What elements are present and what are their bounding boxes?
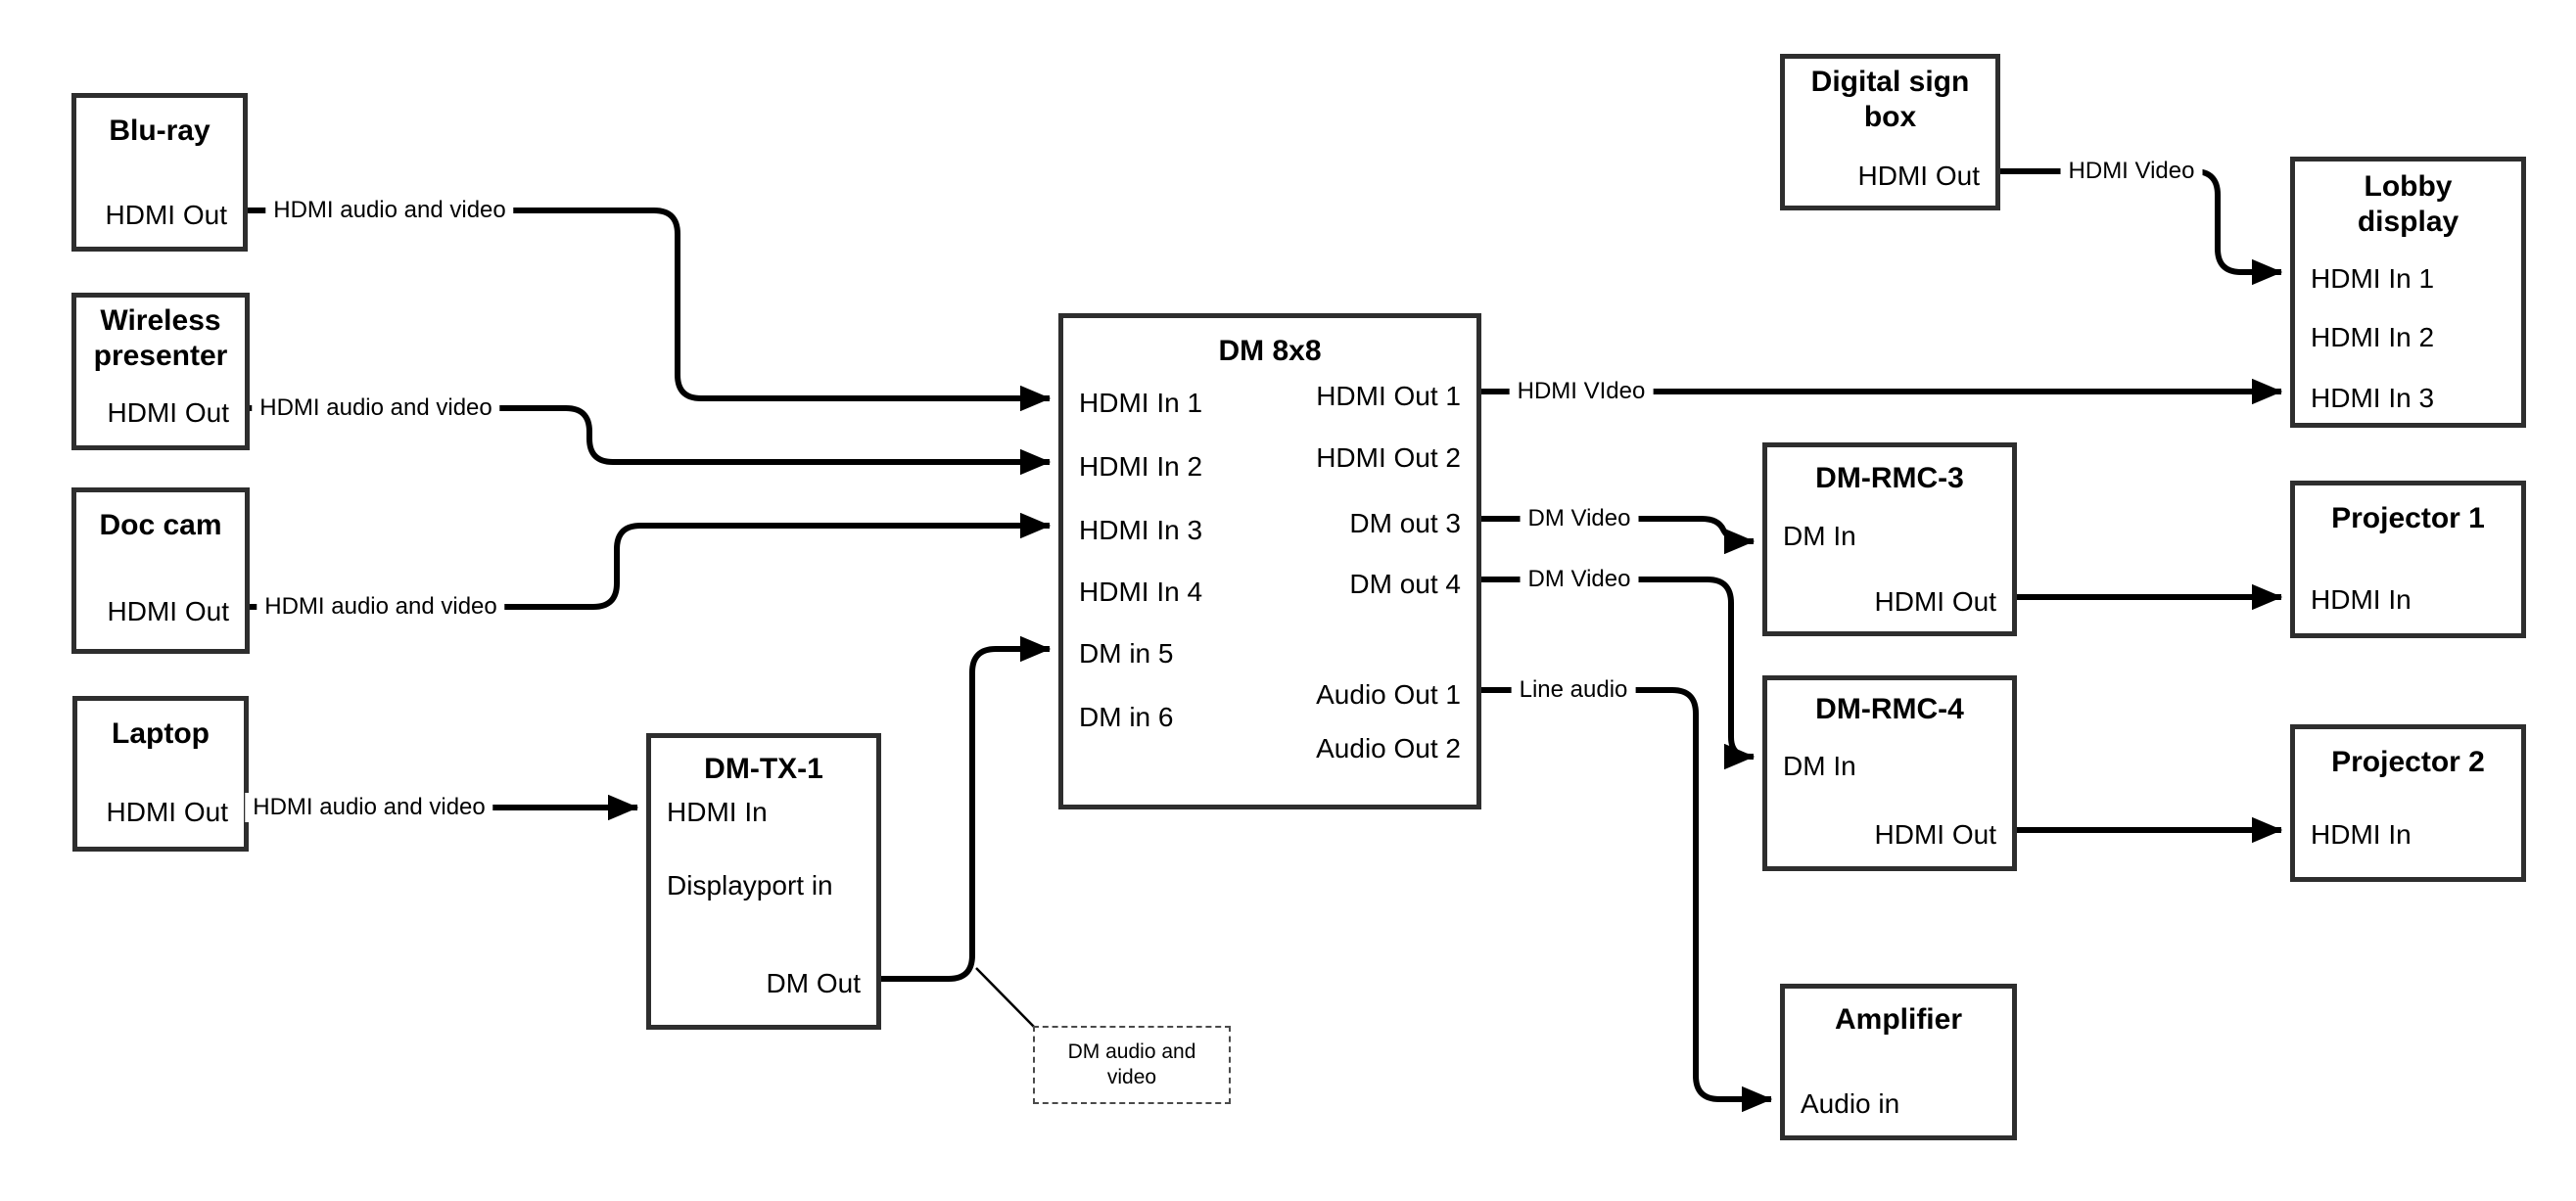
port-bluray-hdmi-out: HDMI Out [105, 200, 227, 230]
wire-label-bluray-hdmi: HDMI audio and video [265, 196, 514, 225]
node-laptop: Laptop HDMI Out [72, 696, 249, 852]
wire-label-dm-out-4: DM Video [1520, 565, 1639, 594]
node-bluray: Blu-ray HDMI Out [71, 93, 248, 252]
wire-dm8x8-dm-out-4-to-rmc4-dm-in [1481, 577, 1756, 770]
node-title: Laptop [112, 717, 210, 750]
node-amplifier: Amplifier Audio in [1780, 984, 2017, 1140]
port-dm8x8-dm-in-5: DM in 5 [1079, 638, 1174, 669]
port-wireless-hdmi-out: HDMI Out [107, 397, 229, 428]
port-dm8x8-dm-out-4: DM out 4 [1349, 569, 1461, 599]
port-rmc4-hdmi-out: HDMI Out [1874, 819, 1996, 850]
node-title: DM-RMC-3 [1815, 462, 1964, 494]
port-dm8x8-hdmi-out-1: HDMI Out 1 [1316, 381, 1461, 411]
node-dm-rmc-4: DM-RMC-4 DM In HDMI Out [1762, 675, 2017, 871]
port-rmc3-dm-in: DM In [1783, 521, 1856, 551]
port-dm8x8-hdmi-in-4: HDMI In 4 [1079, 577, 1203, 607]
port-dm8x8-dm-out-3: DM out 3 [1349, 508, 1461, 538]
wire-label-hdmi-out-1: HDMI VIdeo [1509, 377, 1654, 406]
node-title: Digital sign box [1810, 66, 1970, 133]
node-title: Wireless presenter [93, 304, 228, 372]
port-dmtx1-displayport-in: Displayport in [667, 870, 833, 901]
port-amplifier-audio-in: Audio in [1801, 1088, 1900, 1119]
port-dm8x8-hdmi-in-3: HDMI In 3 [1079, 515, 1203, 545]
wire-label-doccam-hdmi: HDMI audio and video [257, 592, 505, 622]
port-signbox-hdmi-out: HDMI Out [1857, 161, 1980, 191]
note-dm-audio-video: DM audio and video [1033, 1026, 1231, 1104]
node-title: Doc cam [99, 509, 222, 541]
wire-label-audio-out-1: Line audio [1511, 675, 1636, 705]
port-lobby-hdmi-in-3: HDMI In 3 [2311, 383, 2435, 413]
node-title: Projector 1 [2331, 502, 2485, 534]
node-title: Amplifier [1834, 1003, 1963, 1036]
node-title: DM-TX-1 [704, 753, 823, 785]
port-rmc3-hdmi-out: HDMI Out [1874, 586, 1996, 617]
port-rmc4-dm-in: DM In [1783, 751, 1856, 781]
wire-label-signbox-hdmi: HDMI Video [2060, 157, 2203, 186]
note-text: DM audio and video [1067, 1040, 1196, 1088]
node-title: DM 8x8 [1218, 335, 1322, 367]
port-dm8x8-hdmi-in-2: HDMI In 2 [1079, 451, 1203, 482]
port-lobby-hdmi-in-1: HDMI In 1 [2311, 263, 2435, 294]
wire-label-wireless-hdmi: HDMI audio and video [252, 393, 500, 423]
wire-signbox-to-lobby-hdmi-in-1 [2000, 168, 2283, 286]
port-dm8x8-hdmi-in-1: HDMI In 1 [1079, 388, 1203, 418]
node-digital-sign-box: Digital sign box HDMI Out [1780, 54, 2000, 210]
port-dm8x8-audio-out-1: Audio Out 1 [1316, 679, 1461, 710]
node-title: DM-RMC-4 [1815, 693, 1964, 725]
node-title: Projector 2 [2331, 746, 2485, 778]
node-wireless-presenter: Wireless presenter HDMI Out [71, 293, 250, 450]
port-dm8x8-dm-in-6: DM in 6 [1079, 702, 1174, 732]
node-projector-2: Projector 2 HDMI In [2290, 724, 2526, 882]
node-dm-tx-1: DM-TX-1 HDMI In Displayport in DM Out [646, 733, 881, 1030]
port-doccam-hdmi-out: HDMI Out [107, 596, 229, 626]
note-callout-line [975, 967, 1035, 1028]
port-projector1-hdmi-in: HDMI In [2311, 584, 2412, 615]
node-dm-8x8: DM 8x8 HDMI In 1 HDMI In 2 HDMI In 3 HDM… [1058, 313, 1481, 809]
node-doc-cam: Doc cam HDMI Out [71, 487, 250, 654]
node-title: Lobby display [2357, 170, 2459, 238]
port-lobby-hdmi-in-2: HDMI In 2 [2311, 322, 2435, 352]
wire-label-laptop-hdmi: HDMI audio and video [245, 793, 493, 822]
node-lobby-display: Lobby display HDMI In 1 HDMI In 2 HDMI I… [2290, 157, 2526, 428]
node-dm-rmc-3: DM-RMC-3 DM In HDMI Out [1762, 442, 2017, 636]
port-dm8x8-audio-out-2: Audio Out 2 [1316, 733, 1461, 763]
port-dmtx1-dm-out: DM Out [766, 968, 861, 998]
node-title: Blu-ray [109, 115, 211, 147]
port-projector2-hdmi-in: HDMI In [2311, 819, 2412, 850]
port-dmtx1-hdmi-in: HDMI In [667, 797, 768, 827]
node-projector-1: Projector 1 HDMI In [2290, 481, 2526, 638]
wire-dm8x8-audio-out-1-to-amplifier [1481, 687, 1773, 1113]
wire-bluray-to-dm8x8-hdmi-in-1 [248, 208, 1052, 412]
wire-dmtx1-dmout-to-dm8x8-dm-in-5 [881, 635, 1052, 982]
wire-label-dm-out-3: DM Video [1520, 504, 1639, 533]
port-dm8x8-hdmi-out-2: HDMI Out 2 [1316, 442, 1461, 473]
port-laptop-hdmi-out: HDMI Out [106, 797, 228, 827]
